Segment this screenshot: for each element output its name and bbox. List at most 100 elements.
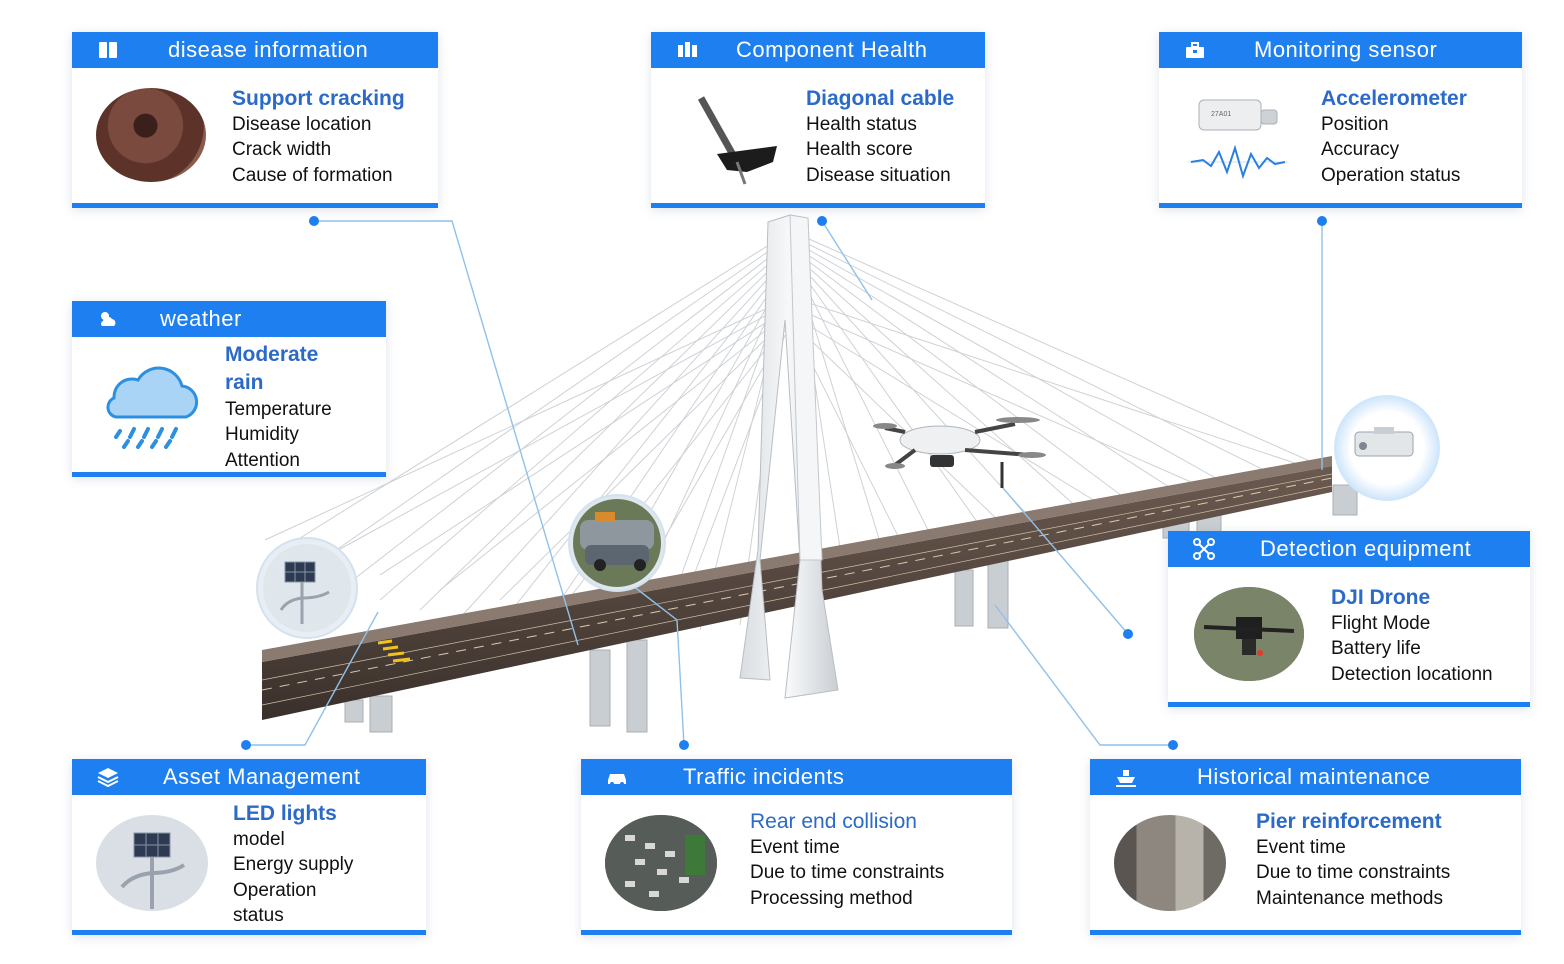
toolbox-icon	[1186, 42, 1204, 58]
card-line: Event time	[1256, 837, 1346, 858]
pier-reinforcement-photo	[1114, 815, 1226, 911]
card-line: Operation	[233, 879, 317, 901]
card-header-title: disease information	[168, 37, 369, 62]
card-line: Disease location	[232, 114, 372, 135]
card-header-title: Asset Management	[163, 764, 361, 789]
card-footer-bar	[72, 203, 438, 208]
crack-photo	[96, 88, 206, 182]
card-line: Position	[1321, 114, 1389, 135]
card-line: Maintenance methods	[1256, 887, 1443, 909]
people-icon	[678, 42, 697, 57]
card-header-title: Monitoring sensor	[1254, 37, 1438, 62]
monitoring-sensor-card: Monitoring sensor 27A01 Accelerometer Po…	[1159, 32, 1522, 208]
card-footer-bar	[1090, 930, 1521, 935]
card-line: Energy supply	[233, 854, 354, 876]
card-item-title: DJI Drone	[1331, 586, 1431, 609]
card-footer-bar	[1168, 702, 1530, 707]
card-line: Detection locationn	[1331, 663, 1493, 685]
card-header: Monitoring sensor	[1159, 32, 1522, 68]
card-line: Processing method	[750, 887, 913, 909]
card-line: Accuracy	[1321, 139, 1400, 161]
card-item-title: Accelerometer	[1321, 87, 1467, 110]
card-line: status	[233, 904, 284, 926]
drone-illustration	[873, 417, 1046, 488]
accident-bubble	[568, 494, 666, 592]
card-header: Historical maintenance	[1090, 759, 1521, 795]
card-line: Operation status	[1321, 164, 1461, 186]
disease-information-card: disease information Support cracking Dis…	[72, 32, 438, 208]
card-details: Accelerometer Position Accuracy Operatio…	[1321, 86, 1467, 188]
book-icon	[99, 42, 117, 58]
sun-cloud-icon	[101, 312, 116, 326]
pylon-tower	[739, 214, 839, 699]
detection-equipment-card: Detection equipment DJI Drone Flight Mod…	[1168, 531, 1530, 707]
card-item-title-line: rain	[225, 371, 264, 394]
led-light-photo	[96, 815, 208, 911]
card-details: DJI Drone Flight Mode Battery life Detec…	[1331, 585, 1493, 687]
card-line: Cause of formation	[232, 164, 393, 186]
component-health-card: Component Health Diagonal cable Health s…	[651, 32, 985, 208]
card-item-title: Diagonal cable	[806, 87, 955, 110]
card-line: Due to time constraints	[750, 862, 945, 884]
drone-icon	[1193, 538, 1215, 560]
card-line: Crack width	[232, 139, 332, 161]
card-header: disease information	[72, 32, 438, 68]
card-item-title: Support cracking	[232, 87, 405, 110]
connector-lines	[246, 220, 1323, 746]
card-header-title: Component Health	[736, 37, 928, 62]
bridge-piers	[344, 484, 1358, 733]
card-line: Attention	[225, 449, 300, 471]
card-line: Humidity	[225, 424, 299, 446]
card-details: Rear end collision Event time Due to tim…	[750, 809, 944, 911]
card-details: Moderate rain Temperature Humidity Atten…	[225, 341, 332, 473]
accelerometer-image: 27A01	[1188, 99, 1288, 180]
card-header: Asset Management	[72, 759, 426, 795]
card-header: Traffic incidents	[581, 759, 1012, 795]
cable-anchor-image	[697, 96, 777, 185]
card-header: Component Health	[651, 32, 985, 68]
card-line: model	[233, 829, 285, 850]
card-item-title: LED lights	[233, 802, 337, 825]
card-details: LED lights model Energy supply Operation…	[233, 801, 353, 928]
card-item-title-line: Moderate	[225, 343, 319, 366]
card-line: Health score	[806, 139, 913, 161]
connector-dots	[241, 216, 1327, 750]
card-line: Disease situation	[806, 164, 951, 186]
weather-card: weather Moderate rain Temperature Humidi…	[72, 301, 386, 477]
card-header: Detection equipment	[1168, 531, 1530, 567]
card-line: Flight Mode	[1331, 613, 1431, 634]
card-header-title: Traffic incidents	[683, 764, 845, 789]
card-header: weather	[72, 301, 386, 337]
card-line: Temperature	[225, 399, 332, 420]
card-line: Due to time constraints	[1256, 862, 1451, 884]
card-line: Health status	[806, 114, 917, 135]
card-details: Diagonal cable Health status Health scor…	[806, 86, 954, 188]
card-footer-bar	[1159, 203, 1522, 208]
card-footer-bar	[72, 472, 386, 477]
sensor-bubble	[1334, 395, 1440, 501]
car-icon	[608, 774, 626, 786]
traffic-jam-photo	[605, 815, 717, 911]
traffic-incidents-card: Traffic incidents Rear end collision Eve…	[581, 759, 1012, 935]
rain-cloud-icon	[106, 366, 199, 449]
card-line: Battery life	[1331, 638, 1421, 660]
layers-icon	[97, 768, 119, 788]
dji-drone-photo	[1194, 587, 1304, 681]
card-footer-bar	[651, 203, 985, 208]
card-line: Event time	[750, 837, 840, 858]
card-header-title: Historical maintenance	[1197, 764, 1431, 789]
card-footer-bar	[72, 930, 426, 935]
card-item-title: Rear end collision	[750, 810, 917, 833]
card-header-title: weather	[160, 306, 242, 331]
ship-icon	[1116, 770, 1136, 787]
card-details: Pier reinforcement Event time Due to tim…	[1256, 809, 1450, 911]
card-item-title: Pier reinforcement	[1256, 810, 1442, 833]
asset-management-card: Asset Management LED lights model Energy…	[72, 759, 426, 935]
card-footer-bar	[581, 930, 1012, 935]
card-details: Support cracking Disease location Crack …	[232, 86, 405, 188]
historical-maintenance-card: Historical maintenance Pier reinforcemen…	[1090, 759, 1521, 935]
led-light-bubble	[256, 537, 358, 639]
card-header-title: Detection equipment	[1260, 536, 1472, 561]
svg-text:27A01: 27A01	[1211, 111, 1231, 118]
